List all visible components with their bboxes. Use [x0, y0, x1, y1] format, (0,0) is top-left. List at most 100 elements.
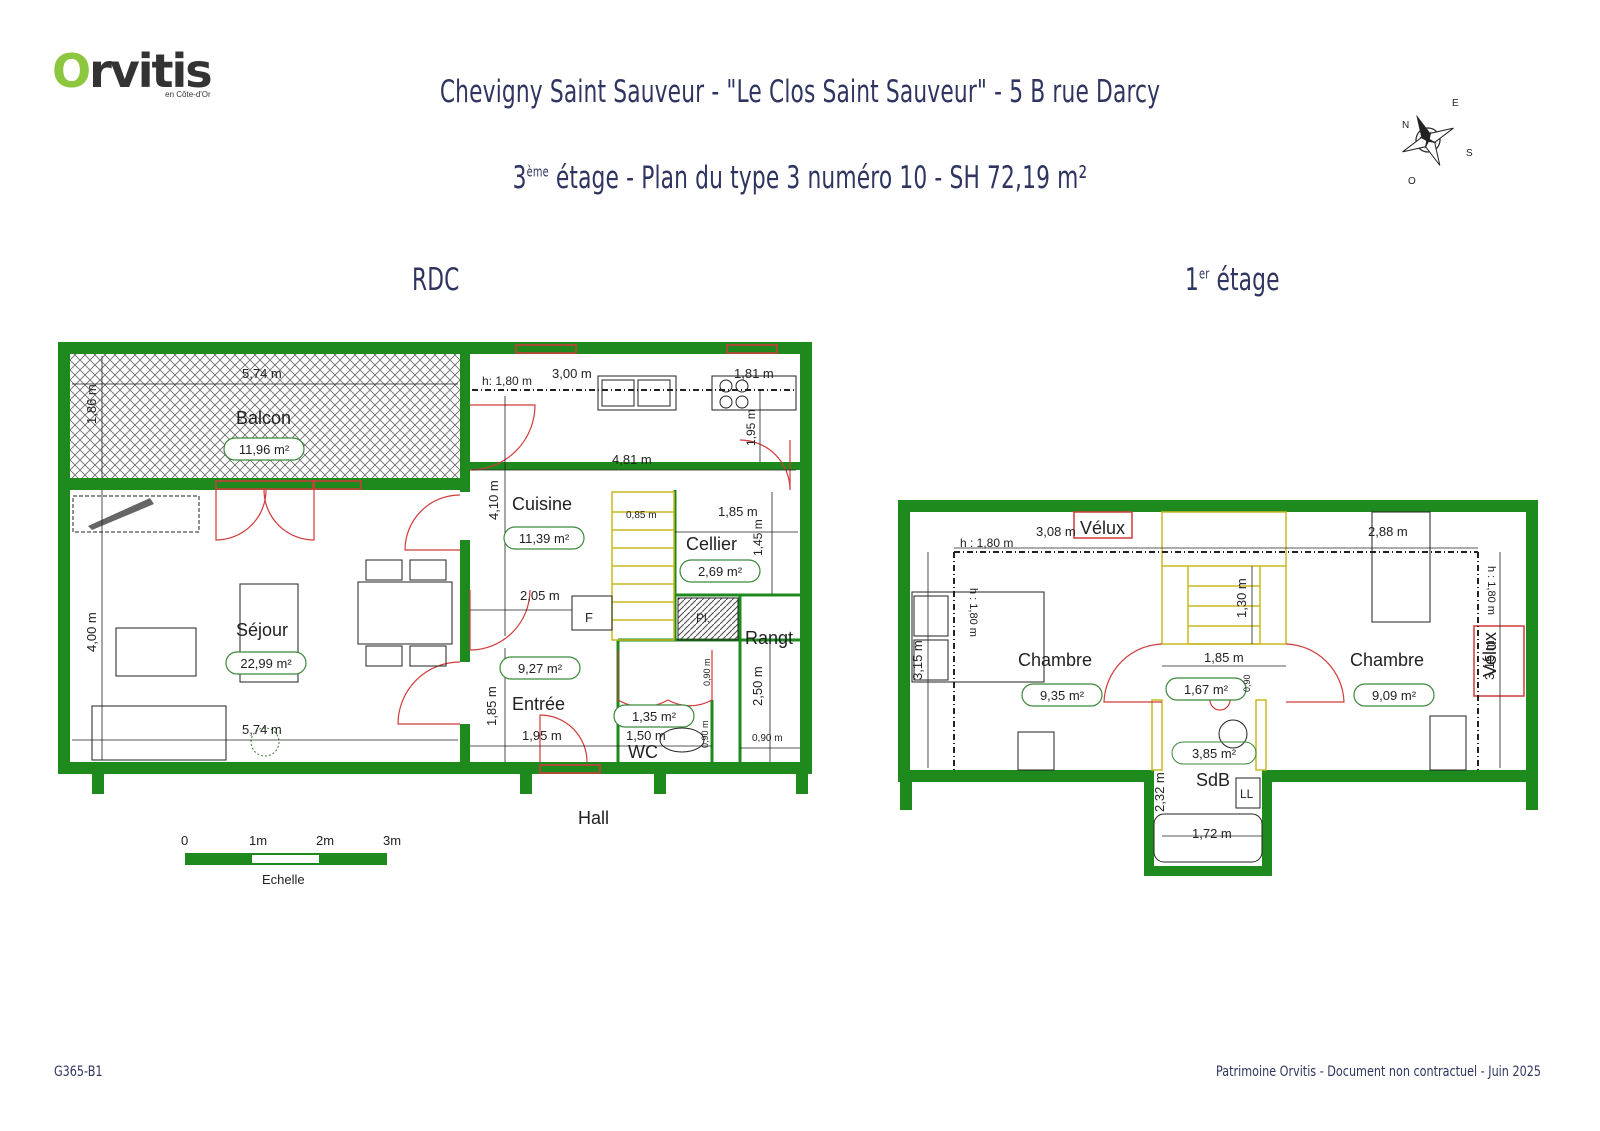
room-sdb-name: SdB	[1196, 770, 1230, 790]
mark-fridge: F	[585, 610, 593, 625]
compass-point-n	[1416, 114, 1431, 140]
compass-s-label: S	[1466, 148, 1473, 159]
logo-subtitle: en Côte-d'Or	[165, 90, 211, 99]
upper-furniture	[911, 511, 1467, 863]
upper-stairs	[1151, 511, 1287, 771]
dim-balcon-depth: 1,86 m	[84, 384, 99, 424]
dim-up-h-left: h : 1,80 m	[960, 536, 1013, 550]
compass-e-label: E	[1452, 98, 1459, 109]
scale-label: Echelle	[262, 872, 305, 887]
page-title: Chevigny Saint Sauveur - "Le Clos Saint …	[176, 74, 1424, 110]
area-chambre2: 9,09 m²	[1372, 688, 1417, 703]
room-cuisine-name: Cuisine	[512, 494, 572, 514]
mark-placard: Pl.	[696, 611, 710, 625]
mark-lave-linge: LL	[1240, 787, 1254, 801]
logo-letters-rest: rvitis	[89, 44, 213, 98]
dim-entree-top: 2,05 m	[520, 588, 560, 603]
floor-number: 3	[512, 160, 527, 196]
mark-velux-right: Vélux	[1480, 632, 1500, 677]
placard-hatch	[677, 597, 739, 641]
dim-up-stair-depth: 1,30 m	[1234, 578, 1249, 618]
rdc-dimension-lines	[72, 356, 800, 762]
dim-kitchen-depth: 1,95 m	[744, 409, 758, 446]
area-wc: 1,35 m²	[632, 709, 677, 724]
upper-walls	[898, 500, 1538, 876]
rdc-doors	[215, 404, 791, 763]
dim-up-deg-width: 1,85 m	[1204, 650, 1244, 665]
footer-reference: G365-B1	[54, 1064, 103, 1080]
dim-sejour-width: 5,74 m	[242, 722, 282, 737]
compass-o-label: O	[1408, 176, 1416, 187]
room-cellier-name: Cellier	[686, 534, 737, 554]
upper-doors	[1103, 643, 1345, 711]
upper-area-badges	[1021, 677, 1435, 707]
room-balcon-name: Balcon	[236, 408, 291, 428]
dim-cuisine-height: 4,10 m	[486, 480, 501, 520]
dim-rangt-depth: 2,50 m	[750, 666, 765, 706]
dim-wc-width: 1,50 m	[626, 728, 666, 743]
dim-sejour-depth: 4,00 m	[84, 612, 99, 652]
rdc-stairs	[611, 491, 675, 641]
dim-balcon-width: 5,74 m	[242, 366, 282, 381]
dim-up-chambre1-width: 3,08 m	[1036, 524, 1076, 539]
upper-dimension-lines	[927, 547, 1501, 837]
dim-rangt-width: 0,90 m	[752, 733, 783, 744]
bench-icon	[88, 498, 154, 530]
room-hall-name: Hall	[578, 808, 609, 828]
rdc-furniture	[72, 375, 797, 761]
area-sdb: 3,85 m²	[1192, 746, 1237, 761]
dim-stair-width: 0,85 m	[626, 510, 657, 521]
dim-up-h-right: h : 1,80 m	[1485, 566, 1497, 615]
room-wc-name: WC	[628, 742, 658, 762]
dim-cuisine-width: 4,81 m	[612, 452, 652, 467]
subtitle-rest: étage - Plan du type 3 numéro 10 - SH 72…	[548, 160, 1088, 196]
dim-up-chambre2-width: 2,88 m	[1368, 524, 1408, 539]
room-entree-name: Entrée	[512, 694, 565, 714]
page-subtitle: 3ème étage - Plan du type 3 numéro 10 - …	[176, 160, 1424, 196]
title-line1: Chevigny Saint Sauveur - "Le Clos Saint …	[439, 74, 1161, 110]
room-sejour-name: Séjour	[236, 620, 288, 640]
scale-tick-0: 0	[181, 833, 188, 848]
upper-rest: étage	[1209, 262, 1280, 298]
dim-entree-depth: 1,85 m	[484, 686, 499, 726]
logo-letter-o: O	[52, 44, 91, 98]
rdc-windows	[215, 344, 778, 774]
plant-icon	[250, 727, 280, 757]
dim-cellier-width: 1,85 m	[718, 504, 758, 519]
dim-wc-door: 0,90 m	[700, 720, 710, 748]
dim-cuisine-top: 3,00 m	[552, 366, 592, 381]
room-chambre2-name: Chambre	[1350, 650, 1424, 670]
floor-suffix: ème	[526, 164, 549, 181]
level-label-upper: 1er étage	[1185, 262, 1280, 298]
dim-up-chambre2-depth: 3,15 m	[1482, 640, 1497, 680]
dim-up-h-mid: h : 1,80 m	[967, 588, 979, 637]
level-label-rdc: RDC	[412, 262, 460, 298]
dim-up-bath-width: 1,72 m	[1192, 826, 1232, 841]
dim-up-chambre1-depth: 3,15 m	[910, 640, 925, 680]
dim-up-door: 0,90	[1242, 674, 1252, 692]
dim-kitchen-right: 1,81 m	[734, 366, 774, 381]
area-degagement: 1,67 m²	[1184, 682, 1229, 697]
dim-door-cellier: 0,90 m	[702, 658, 712, 686]
area-sejour: 22,99 m²	[240, 656, 292, 671]
compass-center	[1418, 130, 1438, 150]
upper-velux	[1073, 511, 1525, 697]
logo-wordmark: Orvitis	[52, 48, 213, 94]
dim-up-sdb-depth: 2,32 m	[1152, 772, 1167, 812]
room-rangt-name: Rangt	[745, 628, 793, 648]
dim-cellier-depth: 1,45 m	[751, 519, 765, 556]
dim-h-cuisine: h: 1,80 m	[482, 374, 532, 388]
rdc-walls	[58, 342, 812, 794]
scale-tick-1: 1m	[249, 833, 267, 848]
area-balcon: 11,96 m²	[239, 442, 290, 457]
area-entree: 9,27 m²	[518, 661, 563, 676]
dim-entree-width: 1,95 m	[522, 728, 562, 743]
mark-velux-top: Vélux	[1080, 518, 1125, 538]
scale-tick-2: 2m	[316, 833, 334, 848]
footer-disclaimer: Patrimoine Orvitis - Document non contra…	[1216, 1064, 1541, 1080]
area-cuisine: 11,39 m²	[519, 531, 570, 546]
scale-tick-3: 3m	[383, 833, 401, 848]
area-chambre1: 9,35 m²	[1040, 688, 1085, 703]
scale-bar	[185, 853, 387, 865]
